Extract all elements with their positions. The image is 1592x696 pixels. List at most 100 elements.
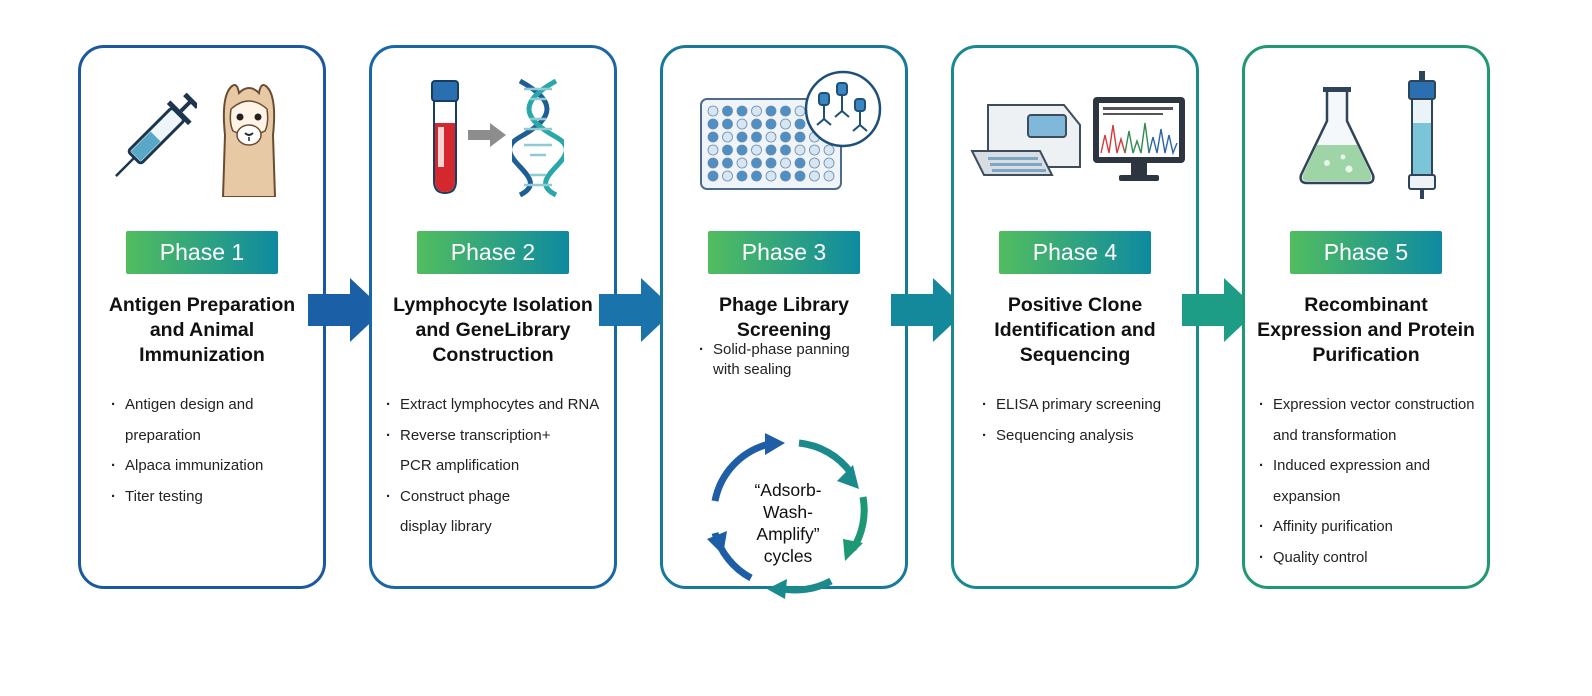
bullet-item: Antigen design and	[111, 390, 317, 421]
phase-5-badge: Phase 5	[1290, 231, 1442, 274]
plate-well	[794, 157, 806, 169]
bullet-item-continuation: preparation	[125, 426, 201, 444]
phase-4-title-line: Sequencing	[1019, 344, 1131, 366]
phase-5-title: Recombinant Expression and Protein Purif…	[1251, 293, 1481, 368]
dna-helix-icon	[512, 79, 564, 197]
cycle-label-line: “Adsorb-	[754, 480, 822, 500]
phase-3-icons	[663, 70, 905, 213]
cycle-label: “Adsorb- Wash- Amplify” cycles	[703, 479, 873, 567]
plate-well	[823, 157, 835, 169]
plate-well	[707, 131, 719, 143]
bullet-item: Titer testing	[111, 482, 317, 513]
plate-well	[780, 157, 791, 169]
plate-well	[794, 131, 806, 143]
phase-1-title-line: Antigen Preparation	[108, 294, 296, 316]
phase-1-title-line: Immunization	[139, 344, 265, 366]
phase-5-icons	[1245, 71, 1487, 213]
bullet-item: Induced expression and	[1259, 451, 1481, 482]
plate-well	[794, 118, 806, 130]
bullet-item: Solid-phase panning	[699, 340, 899, 360]
phase-2-icons	[372, 73, 614, 213]
bullet-item-continuation: display library	[400, 518, 492, 535]
plate-well	[751, 157, 762, 169]
flask-icon	[1299, 87, 1375, 185]
bullet-item-continuation: PCR amplification	[400, 457, 520, 474]
alpaca-icon	[221, 84, 277, 197]
phase-magnifier-icon	[804, 70, 882, 148]
syringe-icon	[115, 92, 197, 177]
flow-arrow-2	[599, 278, 675, 342]
plate-well	[794, 170, 806, 182]
plate-well	[736, 105, 748, 117]
plate-well	[780, 144, 791, 156]
plate-well	[736, 144, 748, 156]
plate-well	[765, 157, 777, 169]
bullet-item-continuation: expansion	[1273, 488, 1341, 505]
bullet-item: Sequencing analysis	[982, 421, 1190, 452]
phase-3-card: Phase 3 Phage Library Screening Solid-ph…	[660, 45, 908, 599]
plate-well	[707, 157, 719, 169]
phase-3-bullet-list: Solid-phase panning with sealing	[699, 340, 899, 380]
bullet-item: Construct phage	[386, 482, 612, 513]
plate-well	[780, 118, 791, 130]
sequencing-monitor-icon	[1093, 97, 1185, 181]
cycle-arrows-icon	[707, 433, 868, 599]
phase-2-bullet-list: Extract lymphocytes and RNA Reverse tran…	[386, 390, 612, 543]
flow-arrow-4	[1182, 278, 1258, 342]
cycle-label-line: Amplify”	[756, 524, 820, 544]
phase-5-title-line: Purification	[1312, 344, 1420, 366]
bullet-item: Extract lymphocytes and RNA	[386, 390, 612, 421]
chromatography-column-icon	[1408, 71, 1436, 199]
bullet-item-continuation: with sealing	[713, 361, 792, 378]
bullet-item: ELISA primary screening	[982, 390, 1190, 421]
plate-well	[809, 144, 820, 156]
bullet-item-continuation: and transformation	[1273, 427, 1397, 444]
plate-well	[765, 118, 777, 130]
phase-1-title: Antigen Preparation and Animal Immunizat…	[87, 293, 317, 368]
phase-1-bullet-list: Antigen design and preparation Alpaca im…	[111, 390, 317, 512]
phase-4-icons	[954, 73, 1196, 213]
plate-well	[823, 144, 835, 156]
bullet-item: Reverse transcription+	[386, 421, 612, 452]
plate-well	[751, 105, 762, 117]
phase-2-title-line: Construction	[432, 344, 554, 366]
plate-well	[780, 131, 791, 143]
plate-well	[751, 131, 762, 143]
phase-5-title-line: Recombinant	[1304, 294, 1428, 316]
cycle-label-line: cycles	[763, 546, 813, 566]
plate-well	[780, 170, 791, 182]
plate-well	[736, 170, 748, 182]
phase-1-title-line: and Animal	[149, 319, 255, 341]
plate-well	[707, 105, 719, 117]
plate-well	[751, 144, 762, 156]
phase-3-title: Phage Library Screening	[669, 293, 899, 343]
plate-well	[722, 131, 733, 143]
flow-arrow-3	[891, 278, 967, 342]
plate-well	[809, 157, 820, 169]
phase-4-title: Positive Clone Identification and Sequen…	[960, 293, 1190, 368]
plate-well	[722, 105, 733, 117]
plate-well	[722, 118, 733, 130]
plate-well	[765, 144, 777, 156]
plate-well	[736, 131, 748, 143]
plate-well	[707, 118, 719, 130]
phase-5-card: Phase 5 Recombinant Expression and Prote…	[1242, 45, 1490, 589]
phase-5-title-line: Expression and Protein	[1257, 319, 1475, 341]
phase-3-title-line: Screening	[736, 319, 832, 341]
right-arrow-icon	[468, 123, 506, 147]
phase-4-title-line: Positive Clone	[1007, 294, 1143, 316]
phase-2-title-line: and GeneLibrary	[415, 319, 571, 341]
phase-1-card: Phase 1 Antigen Preparation and Animal I…	[78, 45, 326, 589]
plate-well	[780, 105, 791, 117]
bullet-item: Expression vector construction	[1259, 390, 1481, 421]
phase-1-badge: Phase 1	[126, 231, 278, 274]
phase-1-icons	[81, 73, 323, 213]
cycle-label-line: Wash-	[763, 502, 813, 522]
phase-4-bullet-list: ELISA primary screening Sequencing analy…	[982, 390, 1190, 451]
plate-reader-icon	[970, 104, 1081, 176]
blood-tube-icon	[431, 80, 459, 195]
phase-3-badge: Phase 3	[708, 231, 860, 274]
plate-well	[707, 170, 719, 182]
cycle-diagram: “Adsorb- Wash- Amplify” cycles	[703, 431, 873, 601]
phase-2-title-line: Lymphocyte Isolation	[393, 294, 593, 316]
